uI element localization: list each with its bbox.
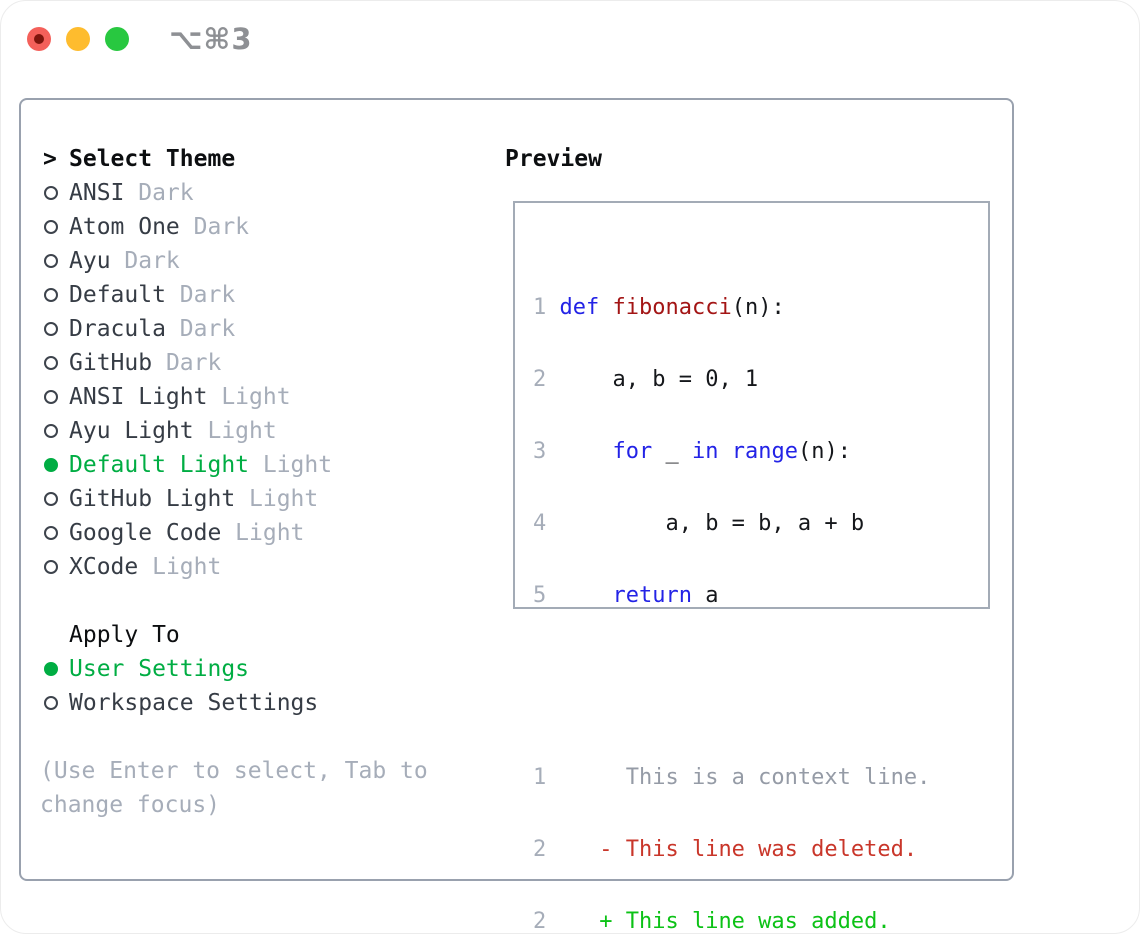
theme-option-ayu-dark[interactable]: Ayu Dark — [43, 244, 483, 278]
apply-option-label: User Settings — [69, 656, 250, 682]
theme-name: XCode — [69, 554, 139, 580]
theme-name: Ayu Light — [69, 418, 194, 444]
theme-variant: Light — [221, 384, 291, 410]
theme-name: Dracula — [69, 316, 166, 342]
theme-variant: Dark — [193, 214, 250, 240]
theme-option-ayu-light[interactable]: Ayu Light Light — [43, 414, 483, 448]
diff-deleted-line: 2 - This line was deleted. — [533, 837, 918, 862]
radio-unselected-icon — [44, 492, 58, 506]
theme-variant: Light — [235, 520, 305, 546]
theme-option-google-code-light[interactable]: Google Code Light — [43, 516, 483, 550]
apply-option-user-settings[interactable]: User Settings — [43, 652, 483, 686]
code-line: 4 a, b = b, a + b — [533, 511, 865, 536]
code-line: 1 def fibonacci(n): — [533, 295, 785, 320]
theme-option-dracula-dark[interactable]: Dracula Dark — [43, 312, 483, 346]
radio-selected-icon — [44, 458, 58, 472]
diff-added-line: 2 + This line was added. — [533, 909, 891, 934]
code-line: 5 return a — [533, 583, 719, 608]
theme-name: ANSI Light — [69, 384, 208, 410]
radio-unselected-icon — [44, 696, 58, 710]
titlebar: ⌥⌘3 — [1, 1, 1139, 98]
radio-unselected-icon — [44, 220, 58, 234]
close-button-dot — [34, 34, 44, 44]
theme-variant: Dark — [165, 350, 222, 376]
minimize-button-icon[interactable] — [66, 27, 90, 51]
theme-option-xcode-light[interactable]: XCode Light — [43, 550, 483, 584]
radio-unselected-icon — [44, 424, 58, 438]
apply-option-workspace-settings[interactable]: Workspace Settings — [43, 686, 483, 720]
apply-to-header: Apply To — [43, 618, 483, 652]
radio-unselected-icon — [44, 356, 58, 370]
theme-name: Default — [69, 282, 166, 308]
theme-name: ANSI — [69, 180, 125, 206]
theme-option-default-dark[interactable]: Default Dark — [43, 278, 483, 312]
apply-option-label: Workspace Settings — [69, 690, 319, 716]
theme-name: Ayu — [69, 248, 111, 274]
preview-column: Preview 1 def fibonacci(n): 2 a, b = 0, … — [505, 142, 995, 933]
preview-pane: 1 def fibonacci(n): 2 a, b = 0, 1 3 for … — [513, 201, 990, 933]
preview-header: Preview — [505, 142, 995, 176]
theme-variant: Light — [152, 554, 222, 580]
radio-unselected-icon — [44, 254, 58, 268]
theme-variant: Dark — [179, 316, 236, 342]
radio-unselected-icon — [44, 322, 58, 336]
theme-variant: Light — [249, 486, 319, 512]
theme-name: GitHub Light — [69, 486, 236, 512]
theme-variant: Light — [262, 452, 333, 478]
apply-to-title: Apply To — [69, 622, 180, 648]
diff-context-line: 1 This is a context line. — [533, 765, 931, 790]
preview-title: Preview — [505, 146, 602, 172]
zoom-button-icon[interactable] — [105, 27, 129, 51]
radio-unselected-icon — [44, 390, 58, 404]
select-theme-title: Select Theme — [69, 146, 236, 172]
theme-variant: Dark — [124, 248, 180, 274]
theme-option-default-light[interactable]: Default Light Light — [43, 448, 483, 482]
keyboard-shortcut-label: ⌥⌘3 — [169, 22, 253, 56]
theme-name: Google Code — [69, 520, 222, 546]
theme-variant: Light — [207, 418, 277, 444]
radio-unselected-icon — [44, 186, 58, 200]
select-theme-header: > Select Theme — [43, 142, 483, 176]
code-line: 3 for _ in range(n): — [533, 439, 851, 464]
theme-variant: Dark — [179, 282, 236, 308]
theme-option-github-dark[interactable]: GitHub Dark — [43, 346, 483, 380]
theme-selector-dialog: > Select Theme ANSI Dark Atom One Dark A… — [19, 98, 1014, 933]
theme-name: GitHub — [69, 350, 153, 376]
theme-option-ansi-light[interactable]: ANSI Light Light — [43, 380, 483, 414]
theme-name: Atom One — [69, 214, 180, 240]
theme-variant: Dark — [138, 180, 194, 206]
radio-unselected-icon — [44, 288, 58, 302]
close-button-icon[interactable] — [27, 27, 51, 51]
radio-unselected-icon — [44, 560, 58, 574]
radio-selected-icon — [44, 662, 58, 676]
theme-option-atom-one-dark[interactable]: Atom One Dark — [43, 210, 483, 244]
theme-list-column: > Select Theme ANSI Dark Atom One Dark A… — [40, 142, 483, 822]
keyboard-hint: (Use Enter to select, Tab to change focu… — [40, 758, 428, 818]
theme-name: Default Light — [69, 452, 250, 478]
selection-cursor: > — [43, 146, 57, 172]
theme-option-ansi-dark[interactable]: ANSI Dark — [43, 176, 483, 210]
radio-unselected-icon — [44, 526, 58, 540]
code-line: 2 a, b = 0, 1 — [533, 367, 759, 392]
theme-option-github-light[interactable]: GitHub Light Light — [43, 482, 483, 516]
